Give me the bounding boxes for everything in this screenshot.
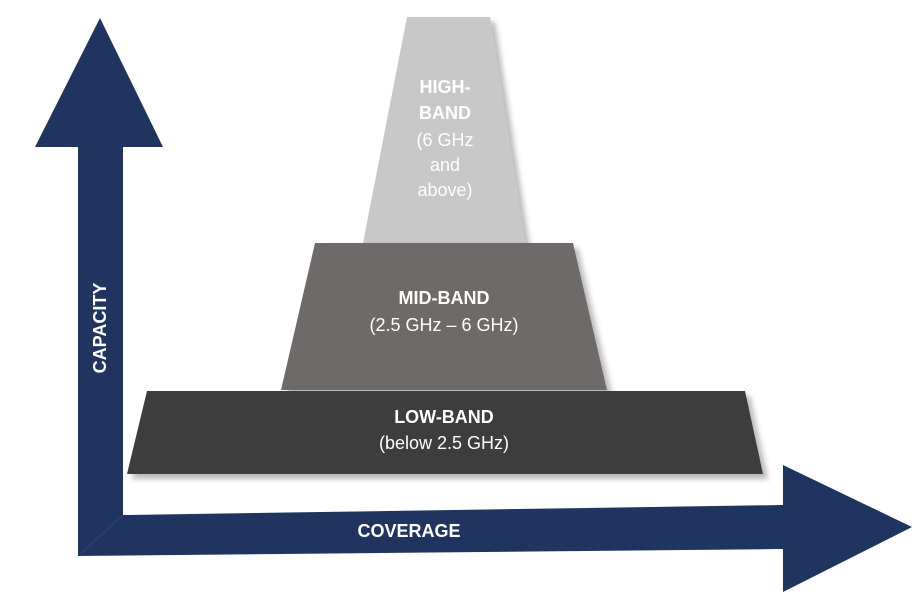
high-band-label-2: BAND xyxy=(419,103,471,123)
high-band-range-1: (6 GHz xyxy=(416,130,473,150)
high-band-range-2: and xyxy=(430,155,460,175)
low-band-tier: LOW-BAND (below 2.5 GHz) xyxy=(127,391,763,474)
coverage-axis-arrow xyxy=(78,465,912,592)
high-band-label: HIGH- xyxy=(420,77,471,97)
capacity-axis-arrow xyxy=(35,18,163,556)
mid-band-tier: MID-BAND (2.5 GHz – 6 GHz) xyxy=(281,243,607,390)
high-band-shape xyxy=(363,17,525,243)
low-band-label: LOW-BAND xyxy=(394,407,494,427)
low-band-shape xyxy=(127,391,763,474)
mid-band-shape xyxy=(281,243,607,390)
mid-band-range: (2.5 GHz – 6 GHz) xyxy=(369,315,518,335)
low-band-range: (below 2.5 GHz) xyxy=(379,433,509,453)
mid-band-label: MID-BAND xyxy=(399,288,490,308)
coverage-axis-label: COVERAGE xyxy=(357,521,460,541)
high-band-tier: HIGH- BAND (6 GHz and above) xyxy=(363,17,525,243)
high-band-range-3: above) xyxy=(417,180,472,200)
capacity-axis-label: CAPACITY xyxy=(90,283,110,374)
axes: CAPACITY COVERAGE xyxy=(35,18,912,592)
